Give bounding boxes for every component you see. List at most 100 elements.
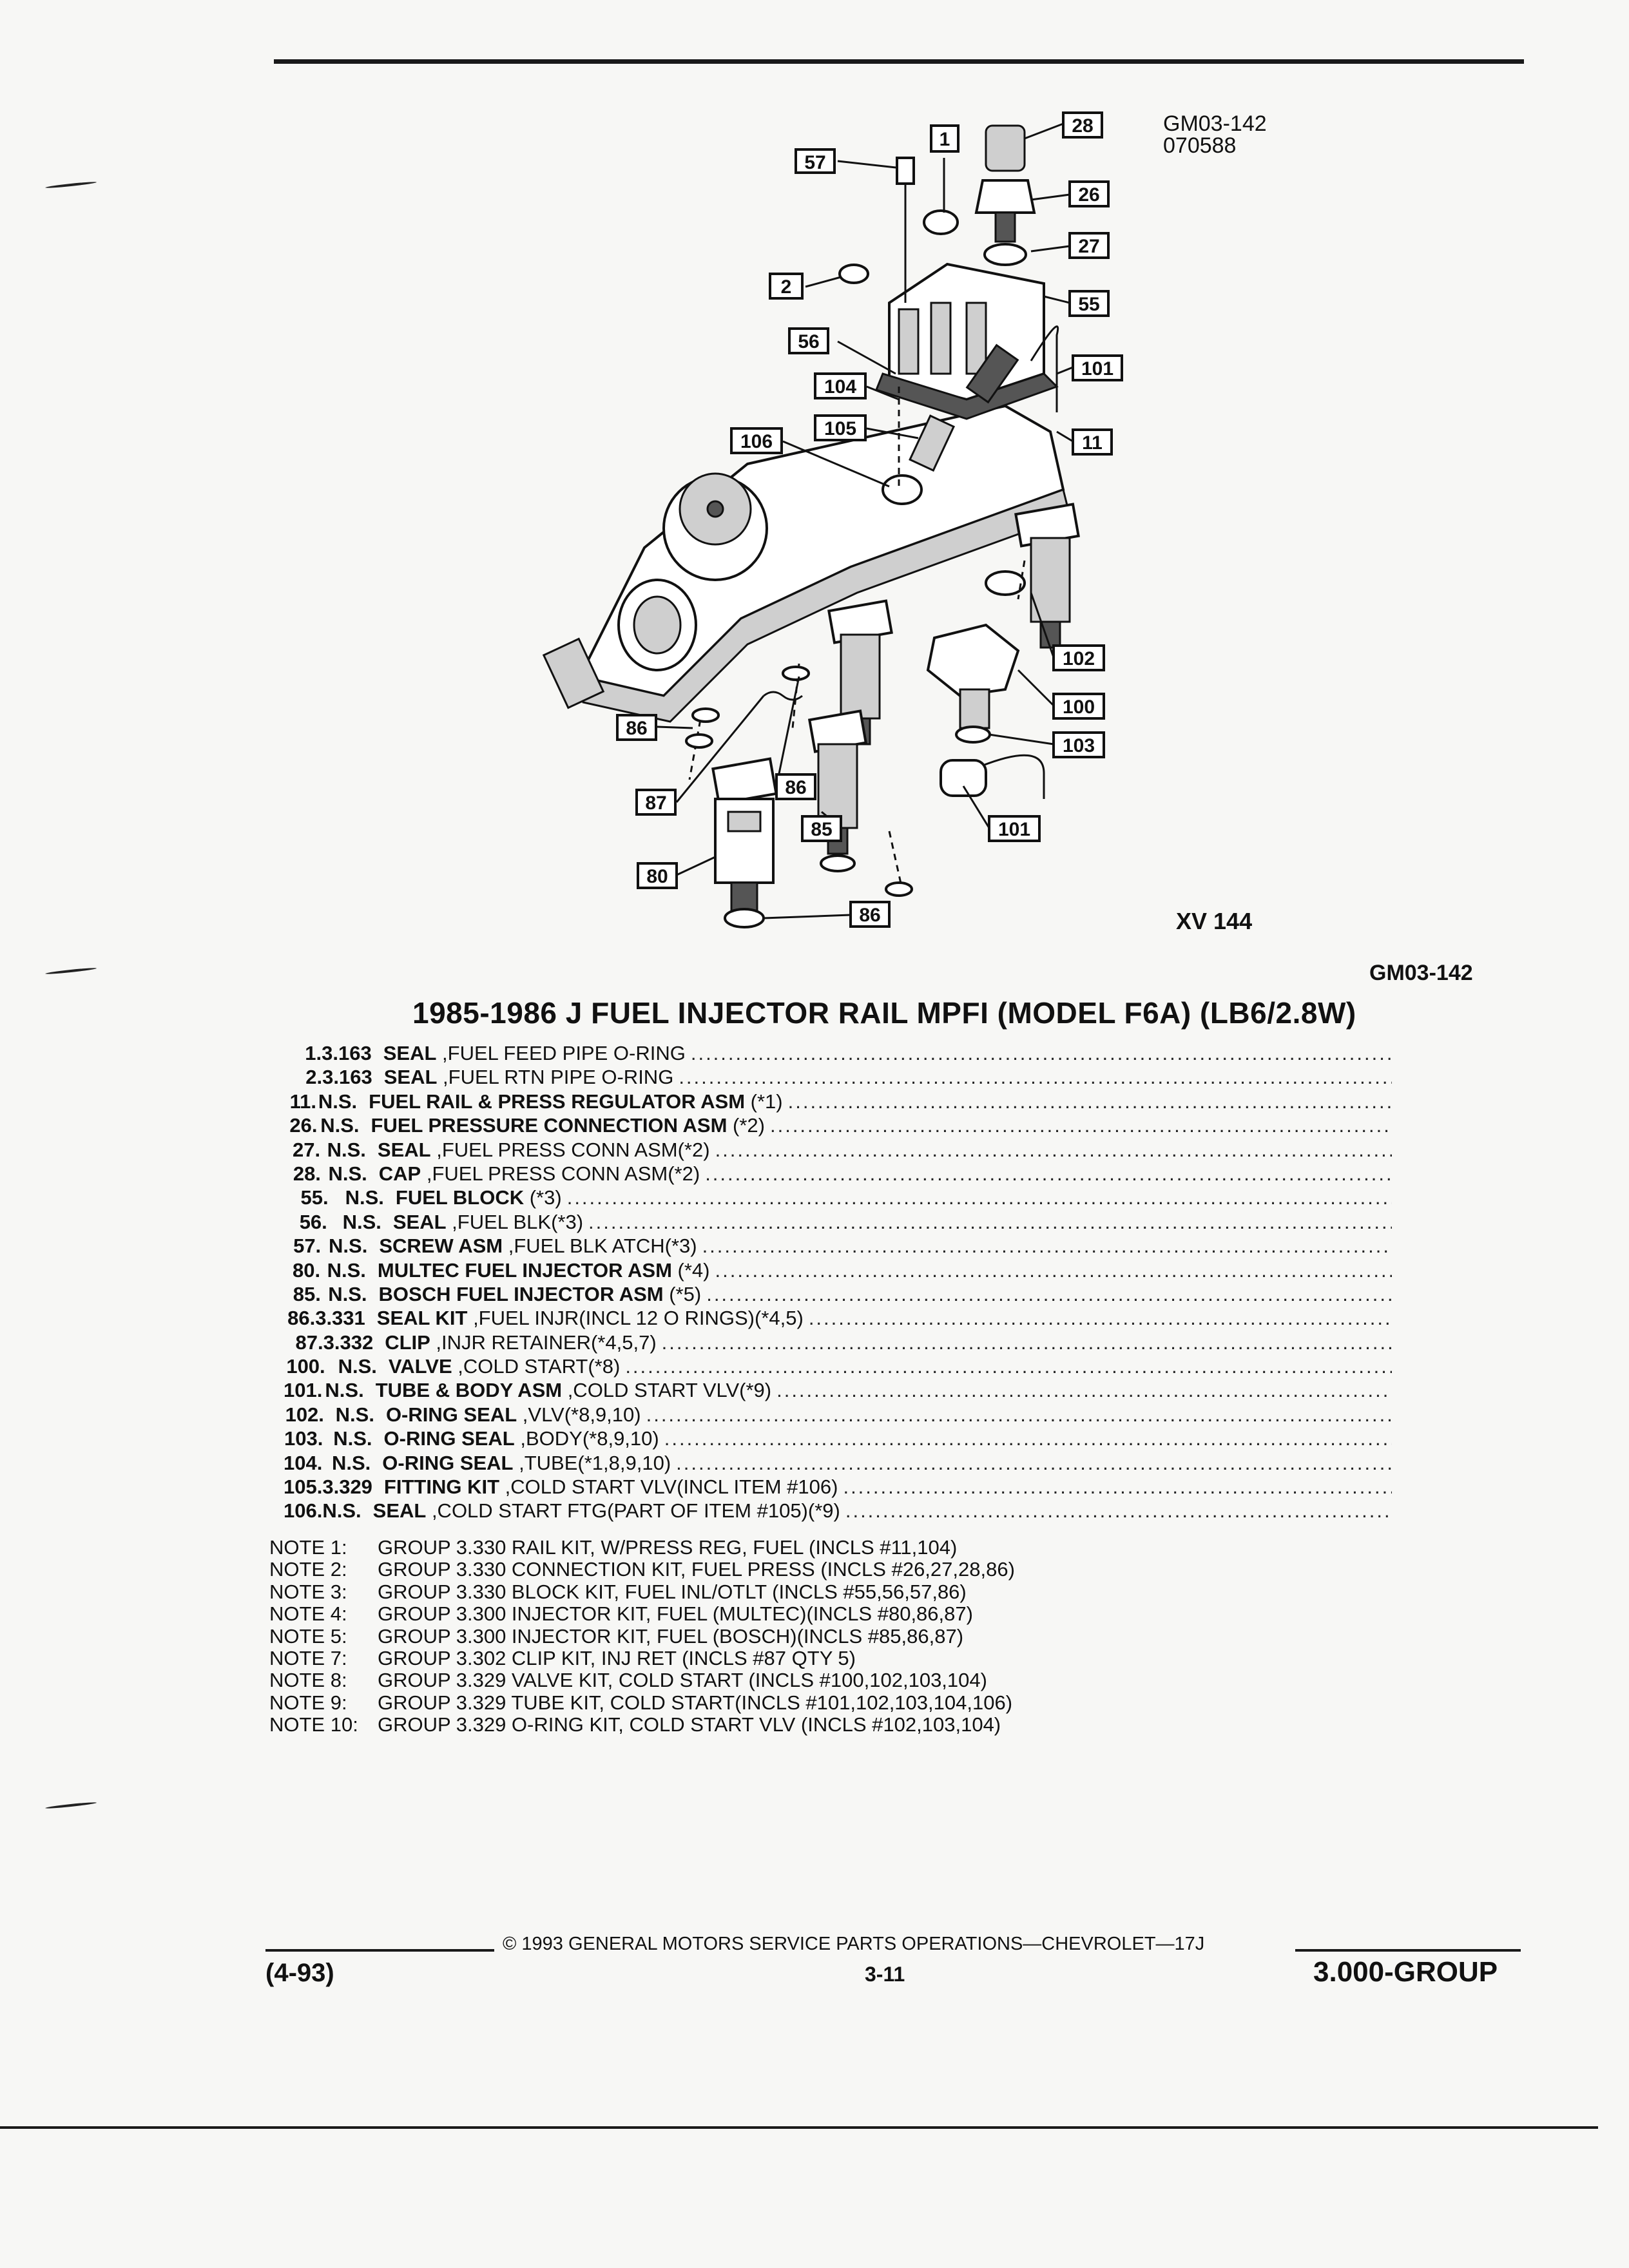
item-name: SEAL <box>377 1138 431 1161</box>
item-description: CLIP ,INJR RETAINER(*4,5,7) <box>385 1331 656 1354</box>
item-detail: ,FUEL PRESS CONN ASM(*2) <box>421 1162 700 1185</box>
svg-text:85: 85 <box>811 819 832 840</box>
callout-28: 28 <box>1062 111 1103 139</box>
dot-leader <box>702 1234 1392 1258</box>
callout-101-bottom: 101 <box>988 815 1041 842</box>
svg-text:86: 86 <box>859 905 880 926</box>
note-item: NOTE 7: GROUP 3.302 CLIP KIT, INJ RET (IN… <box>269 1647 1015 1670</box>
svg-text:102: 102 <box>1063 648 1095 669</box>
item-number: 85. <box>293 1282 321 1305</box>
item-description: SCREW ASM ,FUEL BLK ATCH(*3) <box>379 1234 697 1258</box>
callout-55: 55 <box>1068 290 1110 317</box>
list-item: 55.N.S.FUEL BLOCK (*3) <box>284 1186 1392 1209</box>
note-text: GROUP 3.330 RAIL KIT, W/PRESS REG, FUEL … <box>378 1536 958 1559</box>
footer-date: (4-93) <box>265 1959 334 1987</box>
item-group: N.S. <box>328 1162 367 1185</box>
footer-page-number: 3-11 <box>865 1963 905 1986</box>
item-group: N.S. <box>329 1235 368 1258</box>
dot-leader <box>676 1451 1392 1475</box>
callout-85: 85 <box>801 815 842 842</box>
list-item: 28.N.S.CAP ,FUEL PRESS CONN ASM(*2) <box>284 1162 1392 1186</box>
item-number: 102. <box>285 1403 324 1426</box>
item-description: MULTEC FUEL INJECTOR ASM (*4) <box>378 1258 710 1282</box>
item-name: FITTING KIT <box>383 1475 500 1499</box>
item-description: SEAL ,FUEL PRESS CONN ASM(*2) <box>378 1138 710 1162</box>
note-item: NOTE 5:GROUP 3.300 INJECTOR KIT, FUEL (B… <box>269 1625 1015 1648</box>
item-description: FUEL PRESSURE CONNECTION ASM (*2) <box>371 1113 765 1137</box>
note-label: NOTE 7: <box>269 1647 347 1670</box>
svg-text:105: 105 <box>824 418 856 439</box>
svg-text:80: 80 <box>646 866 668 887</box>
dot-leader <box>845 1499 1392 1523</box>
svg-text:101: 101 <box>1081 358 1113 380</box>
dot-leader <box>679 1065 1392 1089</box>
item-detail: ,VLV(*8,9,10) <box>517 1403 641 1426</box>
svg-text:26: 26 <box>1078 184 1099 206</box>
cold-start-valve <box>926 570 1045 799</box>
item-group: N.S. <box>327 1138 366 1161</box>
callout-27: 27 <box>1068 232 1110 259</box>
list-item: 85.N.S.BOSCH FUEL INJECTOR ASM (*5) <box>284 1282 1392 1306</box>
item-description: SEAL ,FUEL FEED PIPE O-RING <box>383 1041 686 1065</box>
dot-leader <box>691 1041 1392 1065</box>
callout-86-left: 86 <box>616 714 657 741</box>
callout-103: 103 <box>1052 731 1105 758</box>
item-number: 101. <box>284 1379 323 1402</box>
item-number: 86. <box>287 1307 316 1330</box>
item-number: 28. <box>293 1162 321 1185</box>
item-group: N.S. <box>325 1379 364 1402</box>
item-group: N.S. <box>320 1114 360 1137</box>
dot-leader <box>776 1378 1392 1402</box>
svg-text:55: 55 <box>1078 294 1099 315</box>
item-group: N.S. <box>322 1499 361 1523</box>
item-number: 2. <box>305 1066 323 1089</box>
binder-mark-top <box>45 180 97 189</box>
item-name: SEAL <box>392 1210 447 1233</box>
svg-text:101: 101 <box>998 819 1030 840</box>
callout-105: 105 <box>814 414 867 441</box>
ref-date: 070588 <box>1163 133 1237 158</box>
list-item: 106.N.S.SEAL ,COLD START FTG(PART OF ITE… <box>284 1499 1392 1523</box>
list-item: 26.N.S.FUEL PRESSURE CONNECTION ASM (*2) <box>284 1113 1392 1137</box>
item-detail: (*3) <box>524 1186 562 1209</box>
note-text: GROUP 3.302 CLIP KIT, INJ RET (INCLS #87… <box>378 1647 856 1670</box>
item-description: SEAL ,FUEL BLK(*3) <box>393 1210 583 1234</box>
svg-text:57: 57 <box>804 152 825 173</box>
footer-group: 3.000-GROUP <box>1313 1956 1498 1988</box>
footer-rule-left <box>265 1949 494 1952</box>
svg-text:86: 86 <box>626 718 647 739</box>
item-group: N.S. <box>335 1403 374 1426</box>
list-item: 80.N.S.MULTEC FUEL INJECTOR ASM (*4) <box>284 1258 1392 1282</box>
list-item: 57. N.S. SCREW ASM ,FUEL BLK ATCH(*3) <box>284 1234 1392 1258</box>
item-group: 3.329 <box>322 1475 372 1499</box>
note-text: GROUP 3.300 INJECTOR KIT, FUEL (MULTEC)(… <box>378 1602 973 1626</box>
notes-list: NOTE 1:GROUP 3.330 RAIL KIT, W/PRESS REG… <box>269 1536 1015 1736</box>
item-group: N.S. <box>331 1451 371 1474</box>
callout-1: 1 <box>930 124 959 153</box>
item-group: N.S. <box>345 1186 384 1209</box>
item-detail: ,COLD START(*8) <box>452 1355 621 1378</box>
item-name: SEAL <box>383 1066 438 1089</box>
item-number: 106. <box>284 1499 323 1523</box>
dot-leader <box>715 1138 1392 1162</box>
svg-text:2: 2 <box>781 276 792 298</box>
svg-text:28: 28 <box>1072 115 1093 137</box>
item-name: VALVE <box>388 1355 452 1378</box>
item-number: 57. <box>293 1235 322 1258</box>
note-text: GROUP 3.329 TUBE KIT, COLD START(INCLS #… <box>378 1691 1013 1714</box>
svg-text:1: 1 <box>940 129 950 150</box>
footer-rule-right <box>1295 1949 1521 1952</box>
item-number: 100. <box>286 1355 325 1378</box>
callout-86-bottom: 86 <box>849 901 891 928</box>
parts-list-title: 1985-1986 J FUEL INJECTOR RAIL MPFI (MOD… <box>412 996 1356 1030</box>
note-label: NOTE 3: <box>269 1580 347 1603</box>
item-description: O-RING SEAL ,VLV(*8,9,10) <box>386 1403 641 1427</box>
item-detail: (*4) <box>671 1258 710 1282</box>
dot-leader <box>705 1162 1392 1186</box>
item-name: FUEL RAIL & PRESS REGULATOR ASM <box>369 1090 746 1113</box>
callout-26: 26 <box>1068 180 1110 207</box>
item-number: 11. <box>289 1090 316 1113</box>
